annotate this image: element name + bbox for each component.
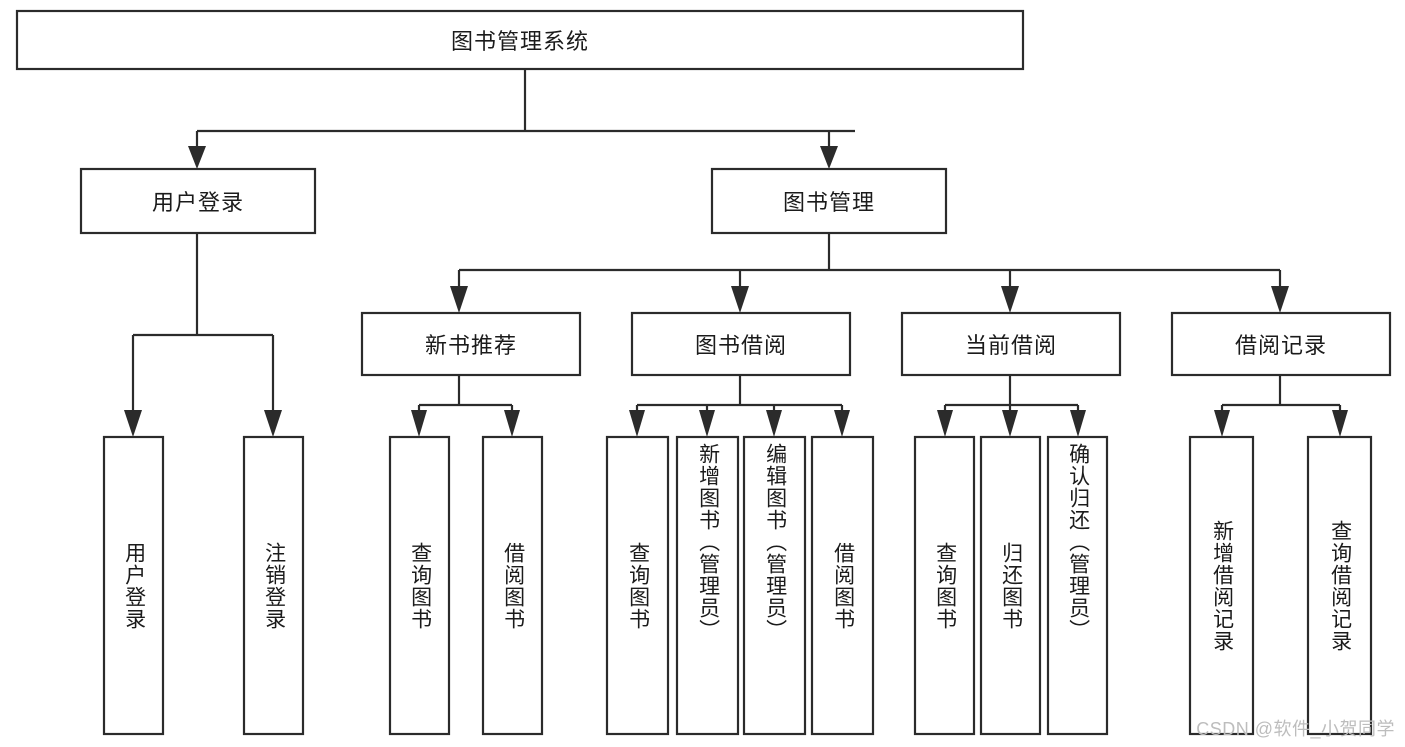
node-borrow-record[interactable] xyxy=(1170,311,1392,377)
leaf-user-login[interactable] xyxy=(102,435,165,736)
leaf-query-book-b[interactable] xyxy=(605,435,670,736)
leaf-add-borrow-record[interactable] xyxy=(1188,435,1255,736)
arrowhead-leaf-borrow-book-a xyxy=(504,410,520,437)
arrowhead-leaf-edit-book-admin xyxy=(766,410,782,437)
node-book-manage[interactable] xyxy=(710,167,948,235)
arrowhead-leaf-confirm-return-admin xyxy=(1070,410,1086,437)
arrowhead-leaf-query-book-a xyxy=(411,410,427,437)
arrowhead-borrow-record xyxy=(1271,286,1289,313)
arrowhead-leaf-borrow-book-b xyxy=(834,410,850,437)
arrowhead-new-book-rec xyxy=(450,286,468,313)
arrowhead-book-manage xyxy=(820,146,838,169)
arrowhead-user-login xyxy=(188,146,206,169)
node-box-layer xyxy=(15,9,1392,736)
arrowhead-leaf-query-borrow-record xyxy=(1332,410,1348,437)
arrowhead-leaf-add-borrow-record xyxy=(1214,410,1230,437)
arrowhead-leaf-query-book-c xyxy=(937,410,953,437)
arrowhead-current-borrow xyxy=(1001,286,1019,313)
arrowhead-leaf-user-login xyxy=(124,410,142,437)
leaf-borrow-book-b[interactable] xyxy=(810,435,875,736)
leaf-borrow-book-a[interactable] xyxy=(481,435,544,736)
node-current-borrow[interactable] xyxy=(900,311,1122,377)
arrowhead-leaf-query-book-b xyxy=(629,410,645,437)
arrowhead-leaf-add-book-admin xyxy=(699,410,715,437)
leaf-add-book-admin[interactable] xyxy=(675,435,740,736)
leaf-edit-book-admin[interactable] xyxy=(742,435,807,736)
leaf-query-book-c[interactable] xyxy=(913,435,976,736)
leaf-return-book[interactable] xyxy=(979,435,1042,736)
arrowhead-leaf-return-book xyxy=(1002,410,1018,437)
node-root[interactable] xyxy=(15,9,1025,71)
leaf-query-book-a[interactable] xyxy=(388,435,451,736)
leaf-query-borrow-record[interactable] xyxy=(1306,435,1373,736)
node-book-borrow[interactable] xyxy=(630,311,852,377)
node-user-login[interactable] xyxy=(79,167,317,235)
node-new-book-recommend[interactable] xyxy=(360,311,582,377)
connector-layer xyxy=(124,69,1348,437)
arrowhead-leaf-logout xyxy=(264,410,282,437)
arrowhead-book-borrow xyxy=(731,286,749,313)
leaf-logout[interactable] xyxy=(242,435,305,736)
leaf-confirm-return-admin[interactable] xyxy=(1046,435,1109,736)
